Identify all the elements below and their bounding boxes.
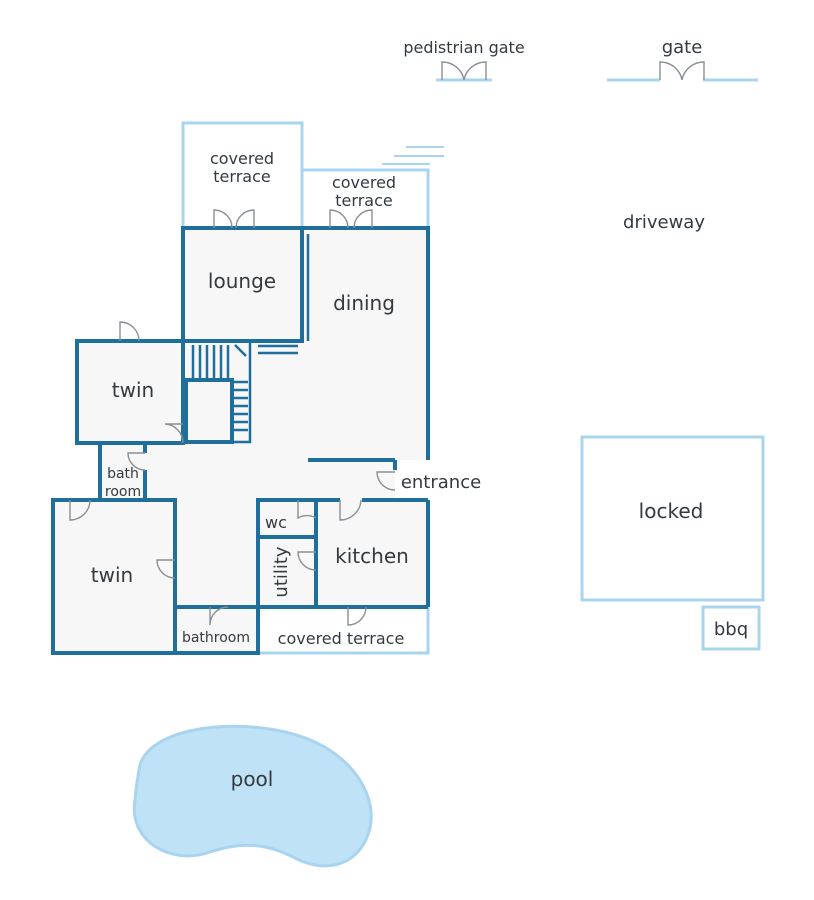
label-locked: locked	[639, 499, 704, 523]
label-bath-room-1: bath	[107, 466, 139, 482]
label-bbq: bbq	[714, 619, 748, 640]
label-covered-terrace-left-1: covered	[210, 149, 274, 168]
label-utility: utility	[271, 546, 292, 598]
label-bathroom: bathroom	[182, 630, 250, 646]
locked-building	[580, 435, 765, 602]
covered-terrace-left-outline	[181, 121, 304, 228]
label-driveway: driveway	[623, 212, 705, 233]
vehicle-gate	[607, 61, 758, 82]
label-covered-terrace-left-2: terrace	[213, 167, 270, 186]
covered-terrace-right-outline	[302, 168, 430, 228]
label-pedestrian-gate: pedistrian gate	[403, 38, 524, 57]
bbq-structure	[701, 605, 761, 651]
label-pool: pool	[231, 767, 274, 791]
pedestrian-gate	[436, 61, 492, 82]
label-covered-terrace-bottom: covered terrace	[278, 629, 405, 648]
label-gate: gate	[662, 37, 703, 58]
staircase	[191, 344, 298, 432]
label-bath-room-2: room	[105, 484, 141, 500]
house-walls	[51, 226, 430, 655]
house-floor	[53, 228, 428, 653]
label-wc: wc	[265, 513, 287, 532]
pool-shape	[132, 724, 373, 868]
steps	[382, 146, 444, 165]
label-dining: dining	[333, 291, 395, 315]
label-covered-terrace-right-2: terrace	[335, 191, 392, 210]
label-kitchen: kitchen	[335, 544, 409, 568]
label-twin-top: twin	[112, 378, 154, 402]
covered-terrace-bottom-outline	[258, 607, 430, 655]
label-twin-bottom: twin	[91, 563, 133, 587]
label-covered-terrace-right-1: covered	[332, 173, 396, 192]
doors	[69, 209, 396, 626]
label-entrance: entrance	[401, 472, 481, 493]
label-lounge: lounge	[208, 269, 276, 293]
